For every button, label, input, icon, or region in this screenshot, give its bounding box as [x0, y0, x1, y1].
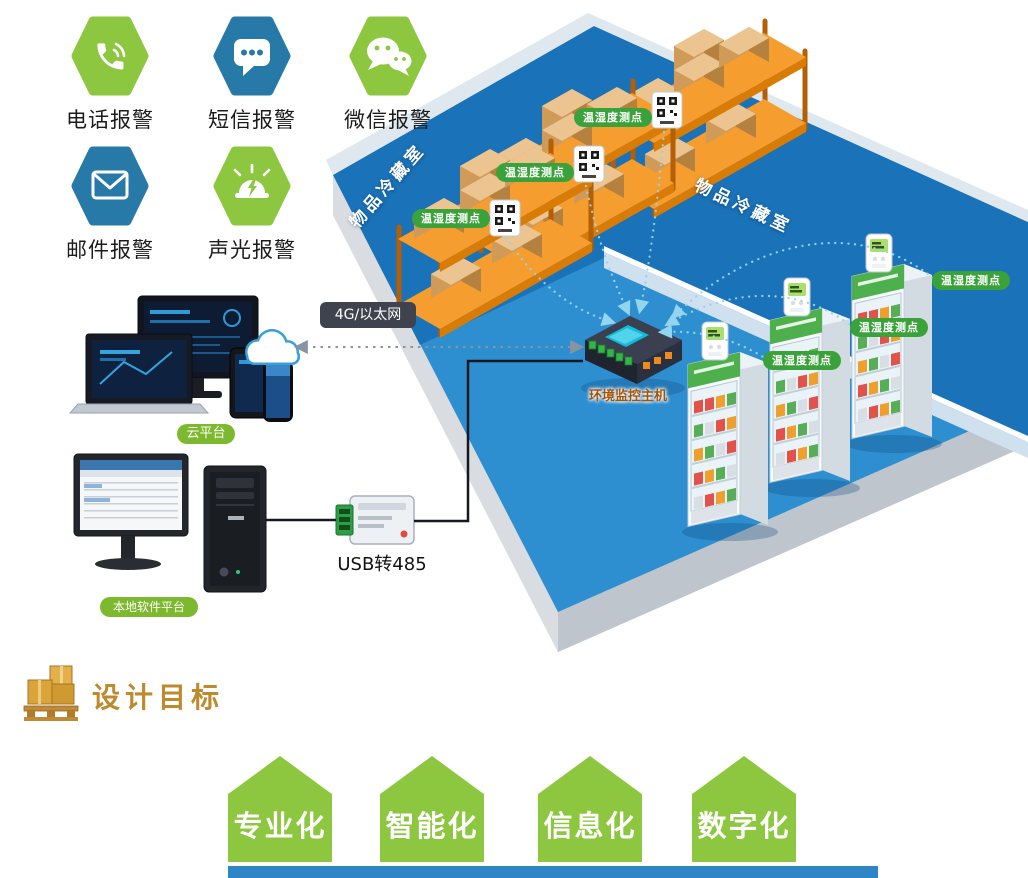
- temp-humidity-sensor-icon: [489, 199, 521, 237]
- alarm-label-mail: 邮件报警: [66, 238, 154, 262]
- alarm-label-phone: 电话报警: [66, 108, 154, 132]
- alarm-sms: 短信报警: [180, 14, 324, 134]
- usb-485-converter: [335, 495, 415, 545]
- temp-humidity-sensor-icon: [651, 91, 683, 129]
- sensor-point-label-5: 温湿度测点: [850, 318, 928, 337]
- local-platform-label: 本地软件平台: [100, 597, 198, 617]
- goal-digital: 数字化: [692, 756, 796, 862]
- temp-humidity-sensor-icon: [573, 145, 605, 183]
- alarm-label-sms: 短信报警: [208, 108, 296, 132]
- bottom-divider-bar: [228, 866, 878, 878]
- alarm-label-sound-light: 声光报警: [208, 238, 296, 262]
- sound-light-alarm-icon: [213, 146, 291, 226]
- cloud-icon: [245, 329, 300, 365]
- alarm-wechat: 微信报警: [316, 14, 460, 134]
- alarm-label-wechat: 微信报警: [344, 108, 432, 132]
- alarm-mail: 邮件报警: [38, 144, 182, 264]
- network-link-badge: 4G/以太网: [320, 302, 416, 328]
- display-cabinets: [682, 233, 942, 541]
- design-goals-title: 设计目标: [92, 681, 225, 714]
- pallet-icon: [23, 665, 79, 721]
- cloud-platform-label: 云平台: [177, 424, 235, 444]
- refrigerated-cabinet: [851, 263, 933, 439]
- sensor-point-label-1: 温湿度测点: [574, 108, 652, 127]
- local-platform-cluster: [73, 453, 267, 593]
- sensor-point-label-2: 温湿度测点: [496, 163, 574, 182]
- alarm-sound-light: 声光报警: [180, 144, 324, 264]
- sensor-links: [504, 130, 940, 362]
- monitoring-host-device: [581, 316, 685, 398]
- phone-alarm-icon: [71, 16, 149, 96]
- refrigerated-cabinet: [769, 307, 851, 483]
- connection-lines: [265, 340, 585, 523]
- sensor-point-label-3: 温湿度测点: [412, 209, 490, 228]
- temp-humidity-sensor-icon: [865, 233, 893, 273]
- refrigerated-cabinet: [687, 351, 769, 527]
- mail-alarm-icon: [71, 146, 149, 226]
- wechat-alarm-icon: [349, 16, 427, 96]
- cloud-platform-cluster: [68, 295, 300, 422]
- usb-converter-label: USB转485: [337, 554, 427, 575]
- alarm-phone: 电话报警: [38, 14, 182, 134]
- sms-alarm-icon: [213, 16, 291, 96]
- temp-humidity-sensor-icon: [701, 321, 729, 361]
- temp-humidity-sensor-icon: [783, 277, 811, 317]
- sensor-point-label-6: 温湿度测点: [763, 351, 841, 370]
- sensor-point-label-4: 温湿度测点: [932, 271, 1010, 290]
- host-label: 环境监控主机: [588, 389, 667, 404]
